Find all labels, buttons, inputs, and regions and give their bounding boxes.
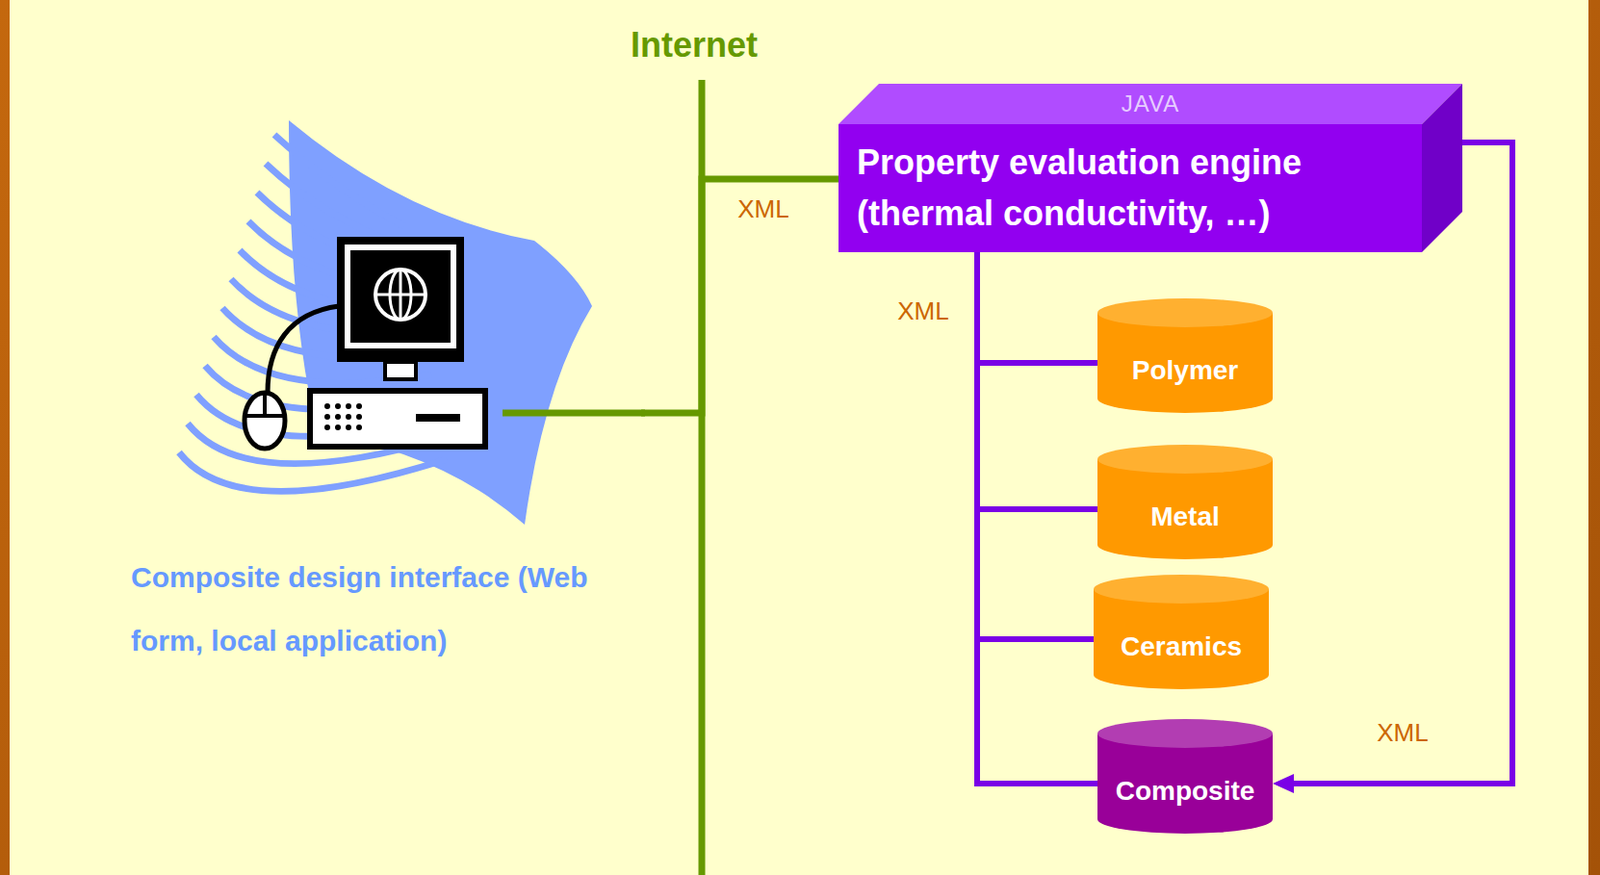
database-label: Polymer xyxy=(1132,355,1239,387)
connector xyxy=(977,252,1094,640)
database-cylinder: Composite xyxy=(1097,719,1273,834)
interface-caption: Composite design interface (Web form, lo… xyxy=(130,545,642,673)
cylinder-body xyxy=(1097,312,1273,413)
connector xyxy=(977,252,1098,510)
key-dot xyxy=(324,413,331,420)
engine-title: Property evaluation engine (thermal cond… xyxy=(838,136,1417,239)
edge-label: XML xyxy=(737,194,789,225)
network-label: Internet xyxy=(630,25,758,66)
key-dot xyxy=(335,413,341,420)
key-dot xyxy=(356,403,362,410)
engine-box: JAVA Property evaluation engine (thermal … xyxy=(838,83,1463,253)
database-cylinder: Ceramics xyxy=(1093,574,1269,690)
cylinder-body xyxy=(1093,589,1269,690)
cylinder-body xyxy=(1097,733,1273,834)
key-dot xyxy=(335,424,341,431)
computer-icon xyxy=(244,236,486,449)
key-dot xyxy=(356,424,362,431)
database-label: Metal xyxy=(1150,501,1220,533)
panel xyxy=(9,0,1589,875)
database-cylinder: Metal xyxy=(1097,444,1273,560)
key-dot xyxy=(345,424,352,431)
flag-graphic xyxy=(179,120,593,525)
connector xyxy=(977,252,1098,784)
connector xyxy=(641,179,839,413)
network-stub xyxy=(502,410,646,417)
box-front xyxy=(838,124,1422,253)
box-top xyxy=(838,83,1463,125)
flag-stripe xyxy=(265,163,409,248)
cylinder-top xyxy=(1097,298,1273,328)
key-dot xyxy=(324,403,331,410)
cylinder-body xyxy=(1097,459,1273,560)
key-dot xyxy=(324,424,331,431)
cylinder-top xyxy=(1097,719,1273,749)
cylinder-top xyxy=(1093,574,1269,604)
database-cylinder: Polymer xyxy=(1097,298,1273,413)
interface-node: Composite design interface (Web form, lo… xyxy=(130,106,642,673)
edge-label: XML xyxy=(1376,718,1428,749)
key-dot xyxy=(345,413,352,420)
database-label: Composite xyxy=(1115,775,1256,807)
edge-label: XML xyxy=(897,296,949,327)
language-tag: JAVA xyxy=(858,83,1443,125)
database-label: Ceramics xyxy=(1120,631,1242,663)
key-dot xyxy=(345,403,352,410)
flag-stripe xyxy=(274,134,405,227)
key-dot xyxy=(356,413,362,420)
box-side xyxy=(1421,83,1463,253)
flag-stripe xyxy=(179,452,447,491)
cylinder-top xyxy=(1097,444,1273,474)
key-dot xyxy=(335,403,341,410)
connector xyxy=(977,252,1098,363)
